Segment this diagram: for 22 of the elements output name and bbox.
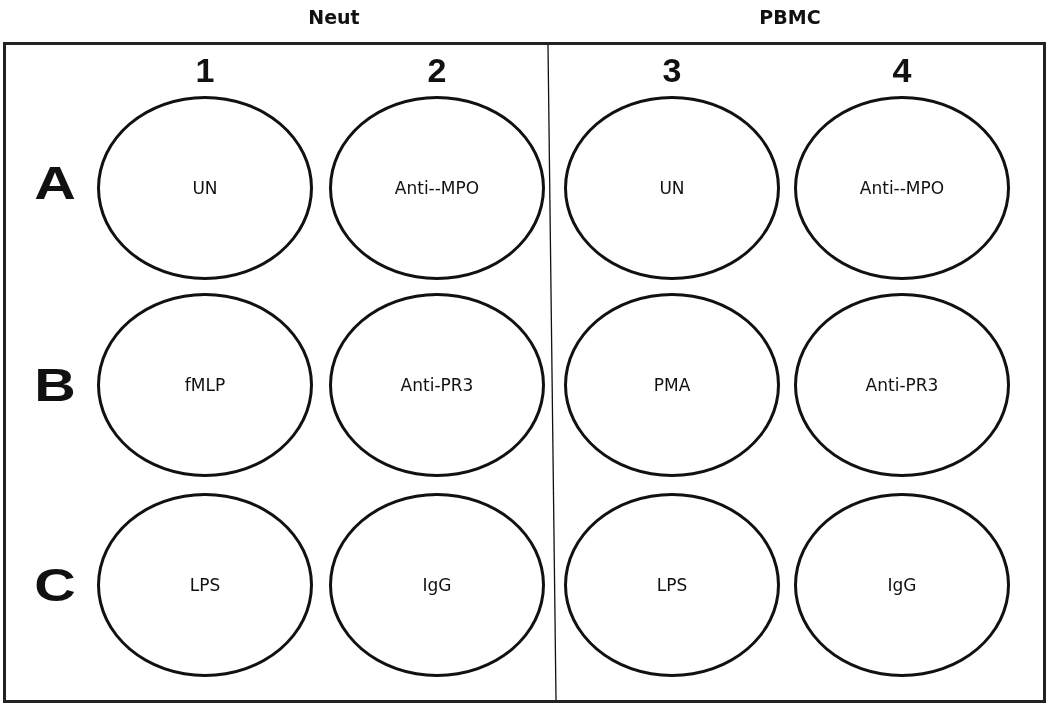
column-number: 3	[662, 50, 682, 90]
group-heading: PBMC	[759, 6, 821, 28]
column-number: 1	[195, 50, 215, 90]
well-label: UN	[192, 178, 218, 198]
row-letter: C	[34, 558, 76, 612]
well-label: Anti-PR3	[865, 375, 939, 395]
column-number: 2	[427, 50, 447, 90]
group-heading: Neut	[308, 6, 360, 28]
row-letter: B	[34, 358, 76, 412]
well-label: Anti--MPO	[859, 178, 945, 198]
row-letter: A	[34, 156, 76, 210]
well-label: LPS	[189, 575, 221, 595]
well-label: IgG	[887, 575, 917, 595]
well-label: IgG	[422, 575, 452, 595]
well-label: LPS	[656, 575, 688, 595]
plate-outline	[3, 42, 1046, 703]
well-label: fMLP	[184, 375, 226, 395]
well-label: Anti--MPO	[394, 178, 480, 198]
well-label: PMA	[653, 375, 691, 395]
well-label: UN	[659, 178, 685, 198]
well-label: Anti-PR3	[400, 375, 474, 395]
column-number: 4	[892, 50, 912, 90]
